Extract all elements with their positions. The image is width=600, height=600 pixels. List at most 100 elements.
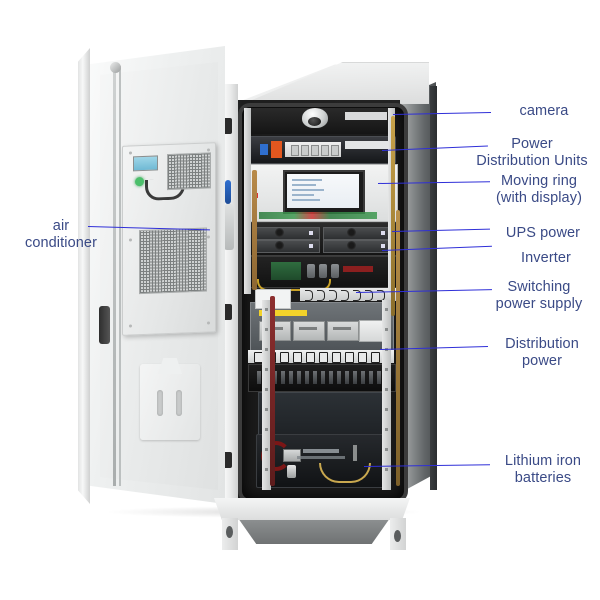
pdu-socket [301,145,309,156]
battery-subtitle-text [297,456,345,459]
interior-cable-tan [396,210,400,486]
door-hinge-top [222,118,232,134]
callout-inverter: Inverter [521,250,571,266]
pdu-blue-block [260,144,268,155]
bracket-slot [176,390,182,416]
screw-icon [129,238,132,242]
callout-power-distribution-units: Power Distribution Units [476,136,588,169]
circuit-breaker [332,352,341,363]
air-conditioner-grille-bottom [139,227,207,295]
terminal [353,371,357,384]
circuit-breaker [306,352,315,363]
terminal [321,371,325,384]
terminal [369,371,373,384]
pdu-label-tag [345,141,389,149]
inverter-circuit-board [271,262,301,280]
callout-moving-ring: Moving ring (with display) [495,173,582,206]
terminal [329,371,333,384]
screw-icon [129,151,132,155]
foot-bolt-icon [226,526,233,538]
screw-icon [207,148,210,152]
air-conditioner-grille-top [167,152,211,191]
terminal [297,371,301,384]
rack-rail-right [382,300,391,490]
terminal [377,371,381,384]
pdu-socket [311,145,319,156]
door-lock-rod [113,66,116,486]
terminal [273,371,277,384]
rectifier-module [293,321,325,341]
screw-icon [207,235,210,239]
battery-breaker-switch[interactable] [283,449,301,462]
inverter-capacitor [331,264,339,278]
foot-bolt-icon [394,530,401,542]
terminal [257,371,261,384]
battery-handle-icon [287,465,296,478]
terminal [289,371,293,384]
display-text-line [292,194,314,196]
ups-led-icon [309,231,313,235]
cable-clamp [317,290,325,301]
terminal [305,371,309,384]
inverter-label-strip [343,266,373,272]
terminal [337,371,341,384]
display-screen-content [287,174,359,208]
pdu-socket [321,145,329,156]
display-text-line [292,179,322,181]
door-outer-edge [78,48,90,504]
terminal [345,371,349,384]
terminal [361,371,365,384]
rack-rail-upper-left [244,108,251,294]
moving-ring-display [283,170,365,214]
fan-icon [275,241,284,250]
cabinet-roof [244,62,429,103]
inverter-module [246,256,398,291]
ups-led-icon [381,231,385,235]
callout-camera: camera [519,103,569,119]
circuit-breaker [345,352,354,363]
display-text-line [292,189,324,191]
bracket-slot [157,390,163,416]
shelf-label-tag [345,112,387,120]
terminal [313,371,317,384]
door-handle[interactable] [99,306,110,344]
cable-clamp [305,290,313,301]
moving-ring-indicator-strip [259,212,377,219]
base-recess [238,518,390,544]
cable-clamp [329,290,337,301]
pdu-socket [331,145,339,156]
cable-clamp [341,290,349,301]
cable-clamp [377,290,385,301]
lithium-iron-battery-module [256,434,388,488]
door-hinge-bottom [222,452,232,468]
inverter-capacitor [307,264,315,278]
door-lock-rod-secondary [119,66,121,486]
air-conditioner-display [133,155,158,172]
cable-clamp-strip [300,288,396,301]
terminal [281,371,285,384]
power-led-icon [135,176,144,187]
pdu-orange-block [271,141,282,158]
door-mounting-bracket [140,364,200,440]
air-conditioner-unit [122,142,216,336]
rectifier-module [327,321,359,341]
sps-warning-label [259,310,307,316]
cable-clamp [365,290,373,301]
camera-lens-icon [308,117,321,126]
battery-model-text [303,449,339,453]
cabinet-plinth [214,498,410,520]
blue-connector-block [225,180,231,204]
ups-led-icon [381,244,385,248]
inverter-capacitor [319,264,327,278]
circuit-breaker [293,352,302,363]
callout-lithium-iron-batteries: Lithium iron batteries [504,453,582,486]
pdu-socket [291,145,299,156]
fan-icon [275,228,284,237]
cable-clamp [353,290,361,301]
callout-ups-power: UPS power [505,225,581,241]
callout-air-conditioner: air conditioner [24,218,98,251]
moving-ring-monitoring-unit [246,164,398,222]
callout-switching-power-supply: Switching power supply [495,279,583,312]
display-text-line [292,199,320,201]
